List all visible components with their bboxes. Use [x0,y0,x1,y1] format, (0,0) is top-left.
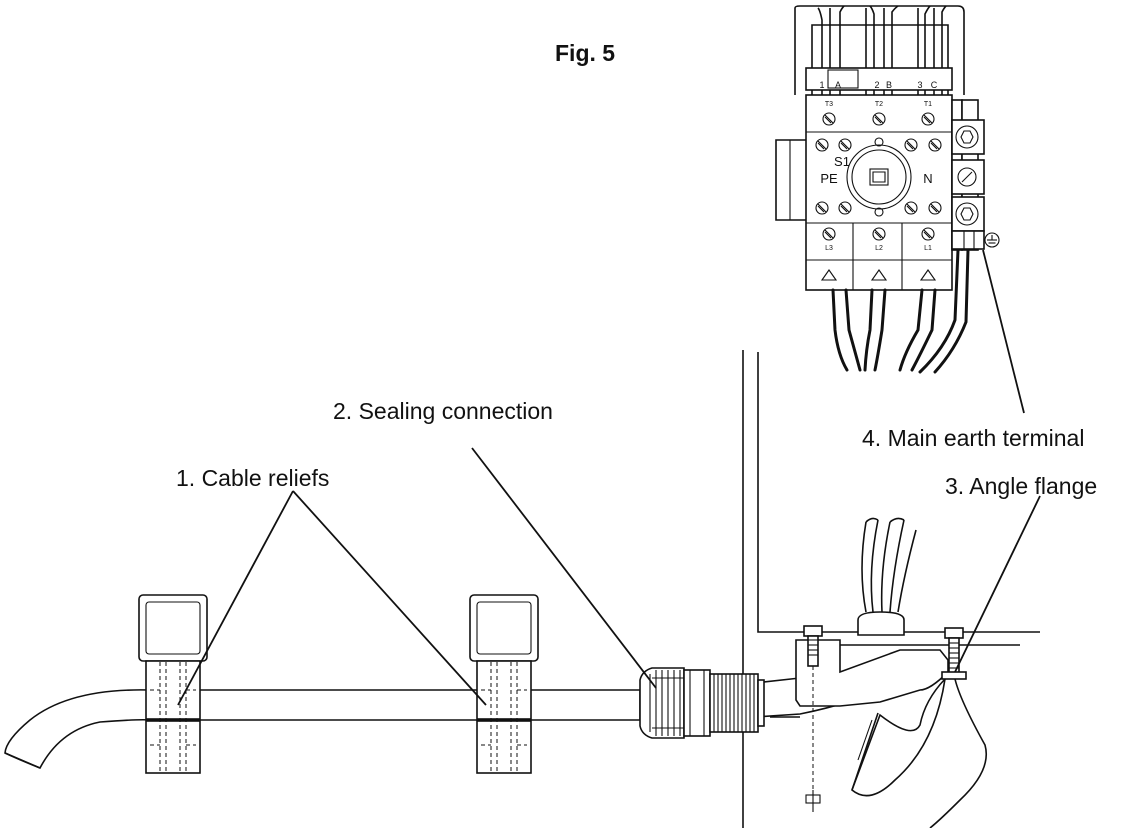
warning-symbols [820,269,937,281]
terminal-label-l1: L1 [924,245,932,252]
terminal-label-l3: L3 [825,245,833,252]
rotary-switch [846,137,912,217]
wire-tag-1: 1 [819,80,824,90]
figure-title: Fig. 5 [555,40,616,66]
wire-tag-3: 3 [917,80,922,90]
cable-relief-2 [469,594,539,774]
terminal-label-l2: L2 [875,245,883,252]
wire-tag-c: C [931,80,938,90]
bolt-right [941,627,967,680]
cable-relief-1 [138,594,208,774]
terminal-label-t1: T1 [924,101,932,108]
wire-tag-a: A [835,80,841,90]
angle-flange-assembly [795,517,987,829]
cable-gland [639,667,765,739]
callout-cable-reliefs: 1. Cable reliefs [176,465,330,491]
callout-angle-flange: 3. Angle flange [945,473,1098,499]
main-switch-assembly: 1 A 2 B 3 C T3 T2 T1 L3 L2 L1 [775,5,1000,374]
supply-wires [831,248,970,374]
wire-tag-b: B [886,80,892,90]
terminal-label-t2: T2 [875,101,883,108]
bolt-left [803,625,823,812]
leader-lines [177,249,1041,706]
terminal-screws [815,112,942,241]
callout-main-earth-terminal: 4. Main earth terminal [862,425,1085,451]
switch-id-s1: S1 [834,154,850,169]
cable-assembly [4,594,915,774]
earth-symbol-icon [984,232,1000,248]
terminal-label-t3: T3 [825,101,833,108]
callout-sealing-connection: 2. Sealing connection [333,398,553,424]
label-pe: PE [820,171,838,186]
wire-tag-2: 2 [874,80,879,90]
label-n: N [923,171,932,186]
